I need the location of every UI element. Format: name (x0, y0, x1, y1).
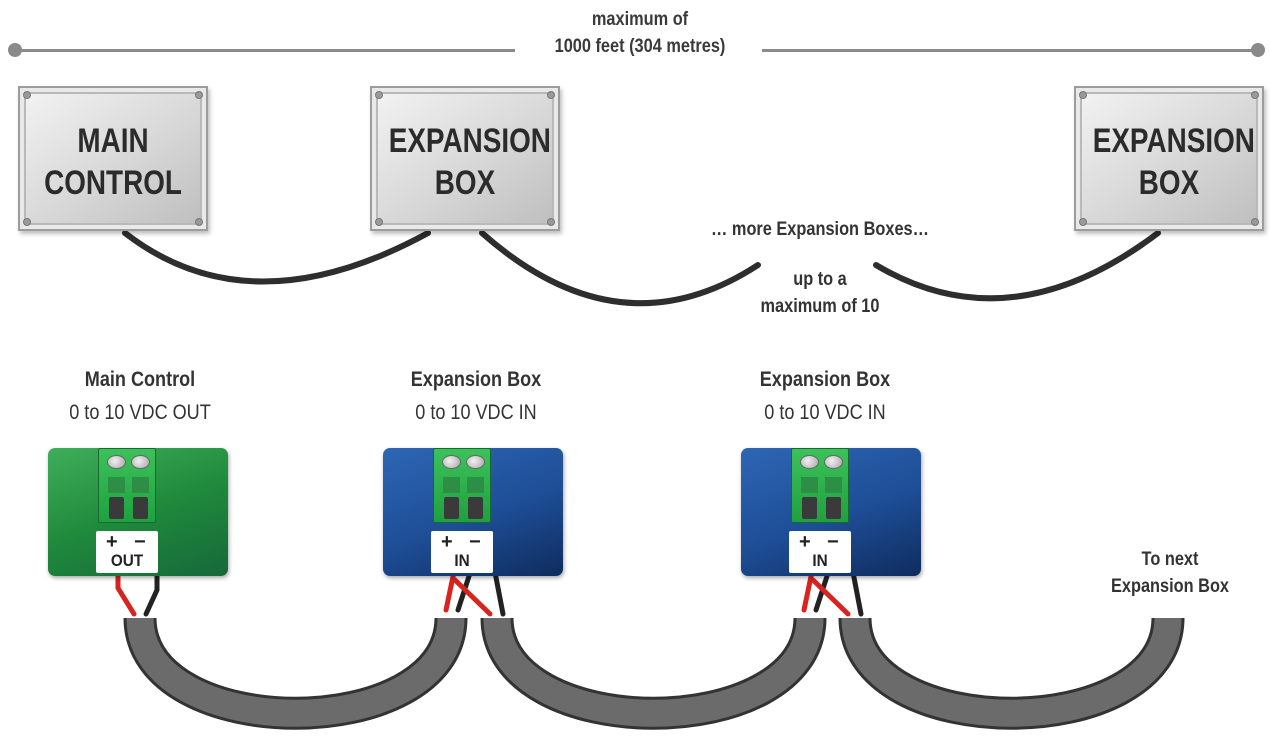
plus-sign: + (106, 531, 118, 553)
plus-sign: + (441, 531, 453, 553)
polarity-panel: + − IN (789, 531, 851, 573)
distance-endpoint-right (1251, 43, 1265, 57)
module-3-title: Expansion Box (759, 368, 891, 391)
distance-label-line2: 1000 feet (304 metres) (554, 36, 726, 57)
next-box-label: To next Expansion Box (1110, 549, 1230, 597)
terminal-block (791, 448, 849, 523)
cable-2-fill (483, 616, 824, 727)
cable-3-fill (841, 616, 1182, 727)
port-label: IN (812, 551, 828, 570)
minus-sign: − (469, 531, 481, 553)
minus-sign: − (134, 531, 146, 553)
distance-label: maximum of 1000 feet (304 metres) (510, 6, 770, 60)
terminal-block (98, 448, 156, 523)
module-2-title: Expansion Box (410, 368, 542, 391)
port-label: OUT (110, 551, 144, 570)
more-boxes-label: … more Expansion Boxes… (711, 219, 929, 240)
cable-1 (123, 616, 468, 730)
max-count-label: up to a maximum of 10 (760, 269, 880, 317)
terminal-block (433, 448, 491, 523)
distance-line-right (762, 49, 1257, 52)
cable-2 (480, 616, 827, 730)
polarity-panel: + − IN (431, 531, 493, 573)
module-2-heading: Expansion Box 0 to 10 VDC IN (366, 368, 586, 425)
distance-line-left (15, 49, 515, 52)
distance-endpoint-left (8, 43, 22, 57)
module-1-heading: Main Control 0 to 10 VDC OUT (30, 368, 250, 425)
link-expansion-to-more (479, 230, 761, 307)
main-control-module: + − OUT (48, 448, 228, 576)
cable-1-fill (126, 616, 465, 727)
module-3-heading: Expansion Box 0 to 10 VDC IN (715, 368, 935, 425)
expansion-module-1: + − IN (383, 448, 563, 576)
cable-3 (838, 616, 1185, 730)
module-3-subtitle: 0 to 10 VDC IN (764, 401, 886, 424)
polarity-panel: + − OUT (96, 531, 158, 573)
wire-red-3b (810, 577, 851, 617)
link-main-to-expansion (122, 230, 431, 285)
port-label: IN (454, 551, 470, 570)
distance-label-line1: maximum of (591, 9, 689, 30)
module-1-title: Main Control (84, 368, 196, 391)
minus-sign: − (827, 531, 839, 553)
expansion-module-2: + − IN (741, 448, 921, 576)
plus-sign: + (799, 531, 811, 553)
module-2-subtitle: 0 to 10 VDC IN (415, 401, 537, 424)
module-1-subtitle: 0 to 10 VDC OUT (69, 401, 211, 424)
wire-red-2b (452, 577, 493, 617)
